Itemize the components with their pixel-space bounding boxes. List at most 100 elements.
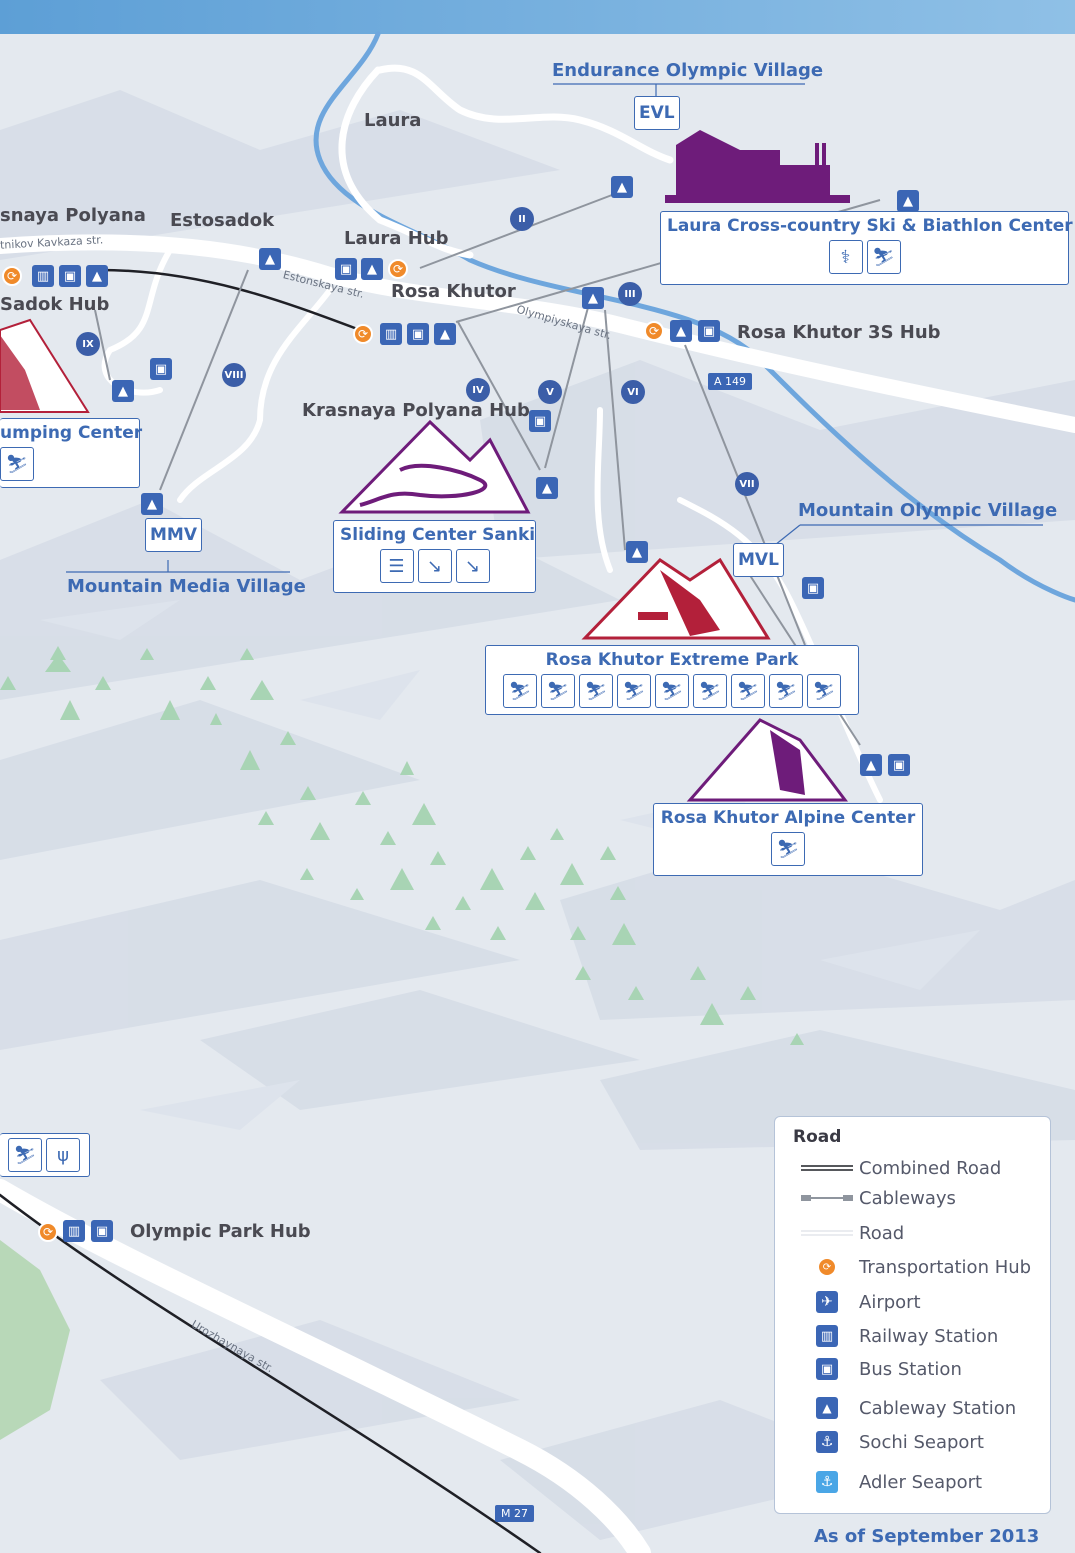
cableway-ii[interactable]: II xyxy=(510,207,534,231)
snowboard-cross-icon: ⛷ xyxy=(693,674,727,708)
label-krasnaya-polyana-hub: Krasnaya Polyana Hub xyxy=(302,400,530,421)
cableway-ix[interactable]: IX xyxy=(76,332,100,356)
venue-title: Rosa Khutor Extreme Park xyxy=(545,650,799,670)
snowboard-halfpipe-icon: ⛷ xyxy=(731,674,765,708)
combined-road-icon xyxy=(801,1165,853,1171)
cableway-station-icon[interactable]: ▲ xyxy=(112,380,134,402)
legend-item-sochi-seaport: ⚓ Sochi Seaport xyxy=(795,1429,1045,1455)
venue-alpine-center[interactable]: Rosa Khutor Alpine Center ⛷ xyxy=(653,803,923,876)
legend-item-combined-road: Combined Road xyxy=(795,1155,1045,1181)
alpine-skiing-icon: ⛷ xyxy=(771,832,805,866)
transportation-hub-icon[interactable]: ⟳ xyxy=(2,266,22,286)
railway-station-icon[interactable]: ▥ xyxy=(63,1220,85,1242)
moguls-icon: ⛷ xyxy=(541,674,575,708)
legend-item-road: Road xyxy=(795,1220,1045,1246)
cableway-station-icon[interactable]: ▲ xyxy=(259,248,281,270)
anchor-icon: ⚓ xyxy=(816,1471,838,1493)
legend-panel: Road Combined Road Cableways Road ⟳ Tran… xyxy=(774,1116,1051,1514)
venue-sliding-center[interactable]: Sliding Center Sanki ☰ ↘ ↘ xyxy=(333,520,536,593)
label-mountain-media-village[interactable]: Mountain Media Village xyxy=(67,576,306,597)
sport-icons: ⛷ xyxy=(654,832,922,866)
snowboard-slopestyle-icon: ⛷ xyxy=(807,674,841,708)
venue-title: Sliding Center Sanki xyxy=(340,525,536,545)
ski-slopestyle-icon: ⛷ xyxy=(655,674,689,708)
bobsleigh-icon: ☰ xyxy=(379,549,414,583)
transportation-hub-icon[interactable]: ⟳ xyxy=(388,259,408,279)
label-olympic-park-hub: Olympic Park Hub xyxy=(130,1221,311,1242)
transportation-hub-icon[interactable]: ⟳ xyxy=(644,321,664,341)
cableway-station-icon[interactable]: ▲ xyxy=(860,754,882,776)
figure-skating-icon: ψ xyxy=(46,1138,80,1172)
cableway-iv[interactable]: IV xyxy=(466,378,490,402)
bus-station-icon[interactable]: ▣ xyxy=(91,1220,113,1242)
venue-title: Rosa Khutor Alpine Center xyxy=(660,808,916,828)
label-estosadok: Estosadok xyxy=(170,210,275,231)
venue-laura-center[interactable]: Laura Cross-country Ski & Biathlon Cente… xyxy=(660,211,1073,285)
transportation-hub-icon[interactable]: ⟳ xyxy=(353,324,373,344)
sport-icons: ⚕ ⛷ xyxy=(661,240,1068,274)
cableway-station-icon[interactable]: ▲ xyxy=(536,477,558,499)
snowboard-slalom-icon: ⛷ xyxy=(769,674,803,708)
ski-cross-icon: ⛷ xyxy=(579,674,613,708)
bus-station-icon[interactable]: ▣ xyxy=(529,410,551,432)
label-rosa-khutor-3s-hub: Rosa Khutor 3S Hub xyxy=(737,322,941,343)
transportation-hub-icon[interactable]: ⟳ xyxy=(38,1222,58,1242)
venue-jumping-center[interactable]: umping Center ⛷ xyxy=(0,418,142,488)
bus-station-icon[interactable]: ▣ xyxy=(335,258,357,280)
road-line-icon xyxy=(801,1230,853,1236)
mmv-marker[interactable]: MMV xyxy=(145,518,202,552)
label-laura-hub: Laura Hub xyxy=(344,228,449,249)
mvl-marker[interactable]: MVL xyxy=(733,543,784,577)
road-badge-m27: M 27 xyxy=(495,1505,534,1522)
label-sadok-hub: Sadok Hub xyxy=(0,294,110,315)
cableway-station-icon[interactable]: ▲ xyxy=(434,323,456,345)
legend-item-transportation-hub: ⟳ Transportation Hub xyxy=(795,1254,1045,1280)
bus-station-icon[interactable]: ▣ xyxy=(407,323,429,345)
cableway-station-icon[interactable]: ▲ xyxy=(582,287,604,309)
cableway-viii[interactable]: VIII xyxy=(222,363,246,387)
as-of-date: As of September 2013 xyxy=(814,1526,1040,1547)
cableway-v[interactable]: V xyxy=(538,380,562,404)
aerials-icon: ⛷ xyxy=(503,674,537,708)
skeleton-icon: ↘ xyxy=(455,549,490,583)
bus-station-icon[interactable]: ▣ xyxy=(888,754,910,776)
road-badge-a149: A 149 xyxy=(708,373,753,390)
cableway-vii[interactable]: VII xyxy=(735,472,759,496)
label-mountain-olympic-village[interactable]: Mountain Olympic Village xyxy=(798,500,1058,521)
bus-station-icon[interactable]: ▣ xyxy=(150,358,172,380)
legend-item-adler-seaport: ⚓ Adler Seaport xyxy=(795,1469,1045,1495)
cableway-station-icon[interactable]: ▲ xyxy=(670,320,692,342)
cableway-station-icon: ▲ xyxy=(816,1397,838,1419)
bus-station-icon[interactable]: ▣ xyxy=(59,265,81,287)
cableway-station-icon[interactable]: ▲ xyxy=(897,190,919,212)
cableway-station-icon[interactable]: ▲ xyxy=(611,176,633,198)
venue-title: Laura Cross-country Ski & Biathlon Cente… xyxy=(667,216,1073,236)
sport-icons: ☰ ↘ ↘ xyxy=(334,549,535,583)
evl-marker[interactable]: EVL xyxy=(634,96,680,130)
railway-station-icon[interactable]: ▥ xyxy=(380,323,402,345)
cableway-vi[interactable]: VI xyxy=(621,380,645,404)
railway-station-icon[interactable]: ▥ xyxy=(32,265,54,287)
airport-icon: ✈ xyxy=(816,1291,838,1313)
cross-country-icon: ⛷ xyxy=(866,240,901,274)
cableway-station-icon[interactable]: ▲ xyxy=(86,265,108,287)
venue-coastal-partial[interactable]: ⛷ ψ xyxy=(0,1133,90,1177)
legend-item-bus-station: ▣ Bus Station xyxy=(795,1356,1045,1382)
anchor-icon: ⚓ xyxy=(816,1431,838,1453)
legend-title: Road xyxy=(793,1127,842,1147)
legend-item-cableways: Cableways xyxy=(795,1185,1045,1211)
bus-station-icon[interactable]: ▣ xyxy=(802,577,824,599)
ski-halfpipe-icon: ⛷ xyxy=(617,674,651,708)
cableway-station-icon[interactable]: ▲ xyxy=(141,493,163,515)
sport-icons: ⛷ ⛷ ⛷ ⛷ ⛷ ⛷ ⛷ ⛷ ⛷ xyxy=(486,674,858,708)
cableway-line-icon xyxy=(801,1195,853,1201)
bus-station-icon[interactable]: ▣ xyxy=(698,320,720,342)
cableway-station-icon[interactable]: ▲ xyxy=(361,258,383,280)
ski-jumping-icon: ⛷ xyxy=(0,447,34,481)
label-laura: Laura xyxy=(364,110,422,131)
label-endurance-village[interactable]: Endurance Olympic Village xyxy=(552,60,824,81)
cableway-station-icon[interactable]: ▲ xyxy=(626,541,648,563)
venue-extreme-park[interactable]: Rosa Khutor Extreme Park ⛷ ⛷ ⛷ ⛷ ⛷ ⛷ ⛷ ⛷… xyxy=(485,645,859,715)
cableway-iii[interactable]: III xyxy=(618,282,642,306)
biathlon-icon: ⚕ xyxy=(828,240,863,274)
